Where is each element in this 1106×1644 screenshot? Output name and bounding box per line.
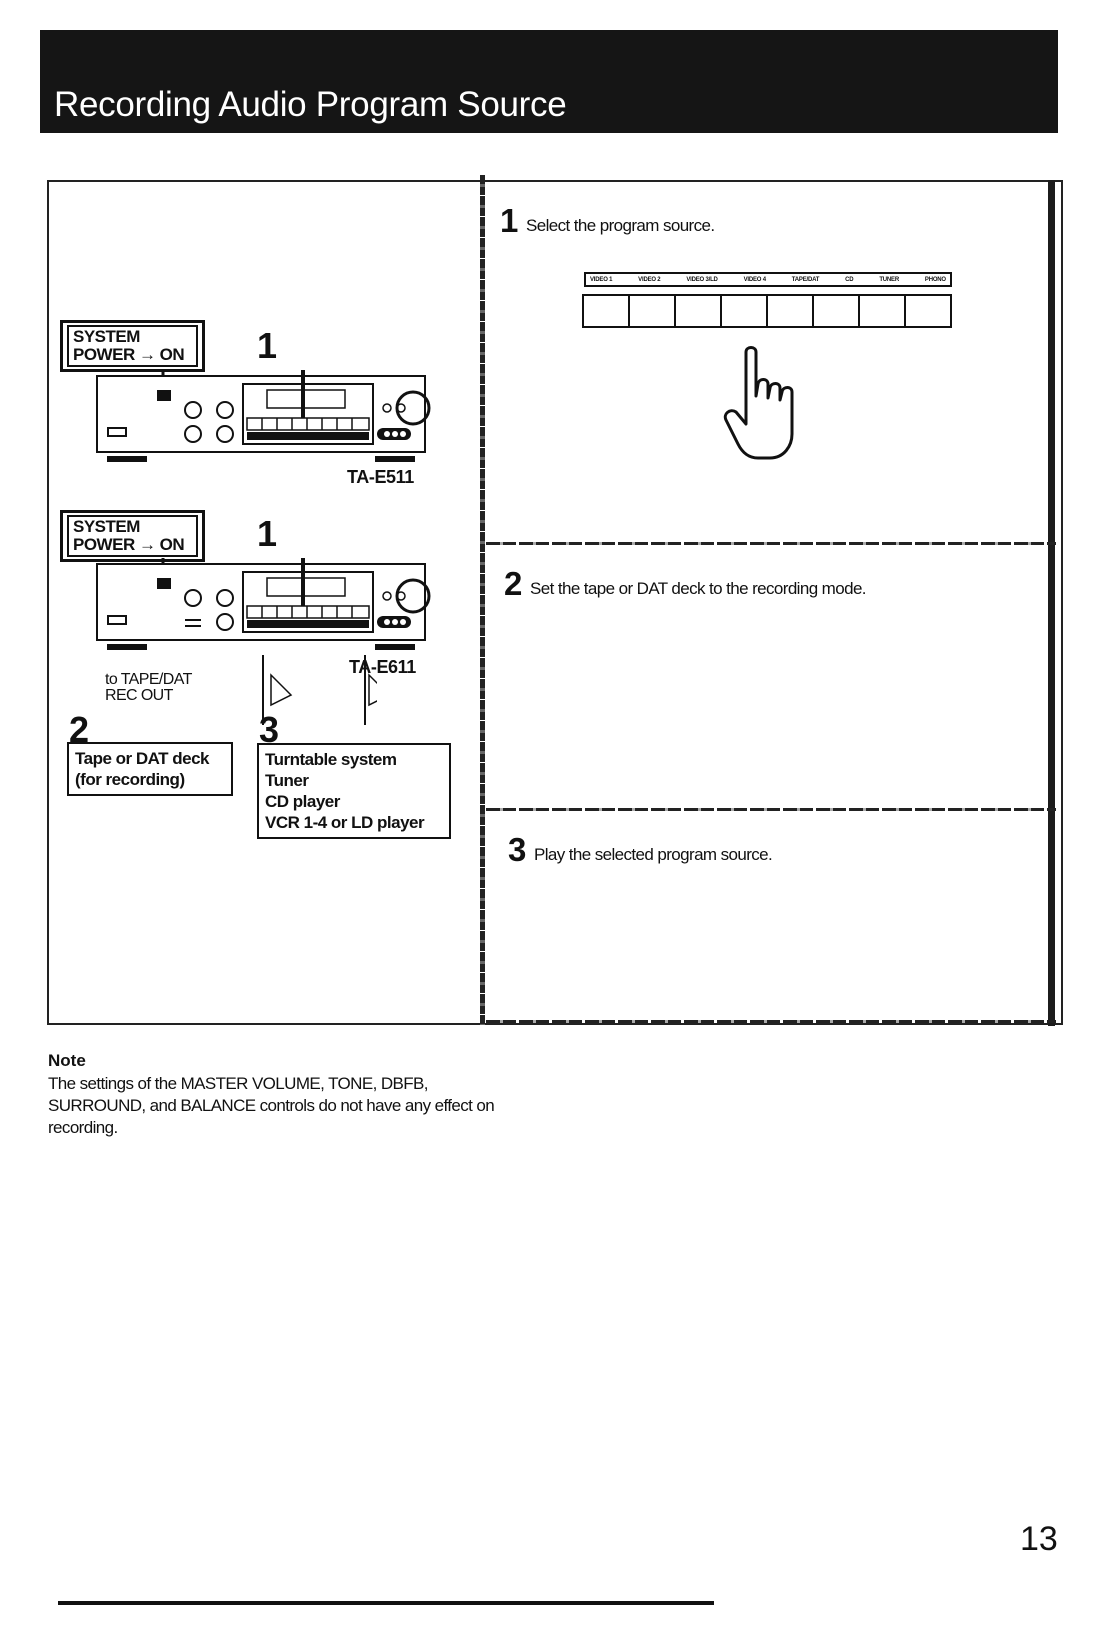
step-3-text: Play the selected program source. — [534, 845, 773, 864]
selector-key — [584, 296, 630, 326]
selector-key — [814, 296, 860, 326]
source-item: Tuner — [265, 771, 309, 790]
tape-deck-box: Tape or DAT deck (for recording) — [67, 742, 233, 796]
selector-label: TAPE/DAT — [791, 276, 820, 283]
selector-label: VIDEO 3/LD — [686, 276, 718, 283]
selector-key — [676, 296, 722, 326]
selector-label: PHONO — [924, 276, 946, 283]
step-separator — [486, 808, 1056, 811]
instruction-frame — [47, 180, 1063, 1025]
selector-label: TUNER — [879, 276, 899, 283]
selector-label: CD — [845, 276, 854, 283]
connection-lines — [262, 655, 377, 725]
bottom-rule — [58, 1601, 714, 1605]
rec-out-label: to TAPE/DAT REC OUT — [105, 671, 192, 704]
arrow-icon — [270, 673, 293, 707]
callout-1-bottom: 1 — [257, 513, 278, 554]
callout-3: 3 — [259, 709, 280, 750]
selector-key — [630, 296, 676, 326]
system-power-box-bottom: SYSTEM POWER → ON — [60, 510, 205, 562]
amplifier-ta-e511-illustration — [96, 370, 431, 462]
selector-label: VIDEO 1 — [590, 276, 613, 283]
amplifier-ta-e611-illustration — [96, 558, 431, 650]
step-separator — [486, 542, 1056, 545]
source-item: CD player — [265, 792, 340, 811]
note-heading: Note — [48, 1051, 86, 1070]
page-title: Recording Audio Program Source — [54, 85, 567, 124]
selector-key — [722, 296, 768, 326]
selector-key — [768, 296, 814, 326]
connection-diagram: SYSTEM POWER → ON 1 TA-E511 — [47, 180, 481, 1025]
system-power-box-top: SYSTEM POWER → ON — [60, 320, 205, 372]
selector-label: VIDEO 2 — [638, 276, 661, 283]
step-1-text: Select the program source. — [526, 216, 715, 235]
step-2-number: 2 — [504, 565, 523, 602]
title-bar: Recording Audio Program Source — [40, 30, 1058, 133]
step-1-panel: 1 Select the program source. — [486, 180, 1048, 540]
step-3-panel: 3 Play the selected program source. — [486, 811, 1048, 1021]
selector-label: VIDEO 4 — [743, 276, 766, 283]
source-item: Turntable system — [265, 750, 397, 769]
program-sources-box: Turntable system Tuner CD player VCR 1-4… — [257, 743, 451, 839]
step-3-number: 3 — [508, 831, 527, 868]
selector-key — [906, 296, 950, 326]
system-power-line2: POWER → ON — [73, 535, 185, 554]
page-number: 13 — [1020, 1520, 1058, 1558]
selector-key — [860, 296, 906, 326]
step-separator — [486, 1020, 1056, 1023]
step-2-text: Set the tape or DAT deck to the recordin… — [530, 579, 867, 598]
callout-1-top: 1 — [257, 325, 278, 366]
input-selector-labels: VIDEO 1 VIDEO 2 VIDEO 3/LD VIDEO 4 TAPE/… — [584, 272, 952, 287]
model-label-ta-e511: TA-E511 — [347, 467, 414, 487]
system-power-line2: POWER → ON — [73, 345, 185, 364]
step-1-number: 1 — [500, 202, 519, 239]
source-item: VCR 1-4 or LD player — [265, 813, 425, 832]
step-2-panel: 2 Set the tape or DAT deck to the record… — [486, 545, 1048, 805]
system-power-line1: SYSTEM — [73, 327, 140, 346]
panel-divider — [480, 175, 485, 1025]
system-power-line1: SYSTEM — [73, 517, 140, 536]
right-border — [1048, 180, 1055, 1026]
callout-2: 2 — [69, 709, 90, 750]
input-selector-buttons — [582, 294, 952, 328]
note-text: The settings of the MASTER VOLUME, TONE,… — [48, 1074, 495, 1137]
model-label-ta-e611: TA-E611 — [349, 657, 416, 677]
pointing-hand-icon — [723, 346, 794, 460]
